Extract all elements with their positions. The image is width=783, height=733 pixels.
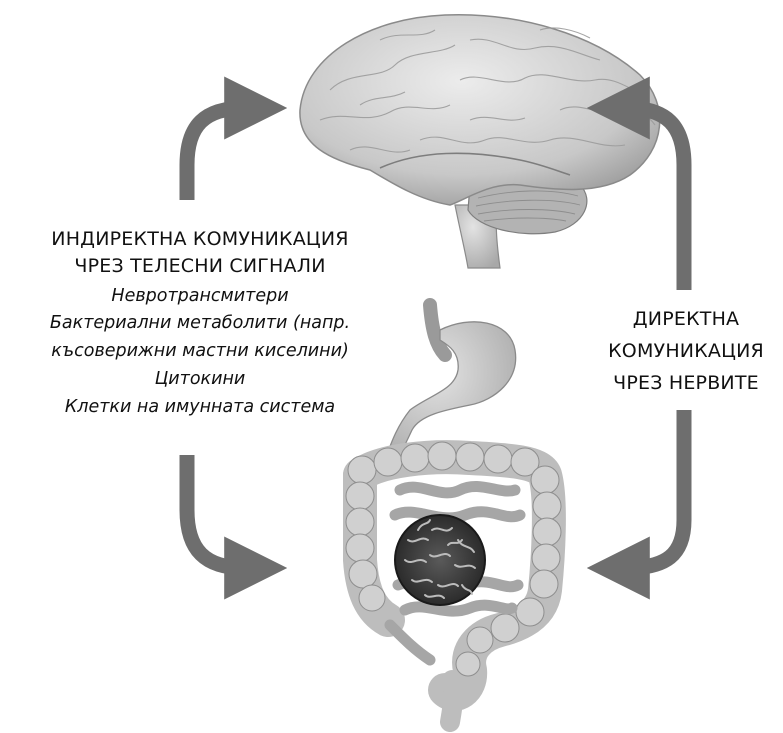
signal-item-neurotransmitters: Невротрансмитери bbox=[0, 286, 400, 308]
signal-item-fatty-acids: късоверижни мастни киселини) bbox=[0, 341, 400, 363]
direct-title-line-1: ДИРЕКТНА bbox=[586, 308, 783, 332]
indirect-title-line-2: ЧРЕЗ ТЕЛЕСНИ СИГНАЛИ bbox=[0, 255, 400, 279]
direct-title-line-3: ЧРЕЗ НЕРВИТЕ bbox=[586, 372, 783, 396]
indirect-arrow-up bbox=[187, 108, 262, 200]
microbiome-icon bbox=[395, 515, 485, 605]
indirect-title-line-1: ИНДИРЕКТНА КОМУНИКАЦИЯ bbox=[0, 228, 400, 252]
signal-item-bacterial-metabolites: Бактериални метаболити (напр. bbox=[0, 313, 400, 335]
direct-communication-label: ДИРЕКТНА КОМУНИКАЦИЯ ЧРЕЗ НЕРВИТЕ bbox=[586, 308, 783, 398]
direct-title-line-2: КОМУНИКАЦИЯ bbox=[586, 340, 783, 364]
signal-item-immune-cells: Клетки на имунната система bbox=[0, 397, 400, 419]
indirect-communication-label: ИНДИРЕКТНА КОМУНИКАЦИЯ ЧРЕЗ ТЕЛЕСНИ СИГН… bbox=[0, 228, 400, 425]
indirect-arrow-down bbox=[187, 455, 262, 568]
signal-item-cytokines: Цитокини bbox=[0, 369, 400, 391]
direct-arrow-down bbox=[612, 410, 684, 568]
